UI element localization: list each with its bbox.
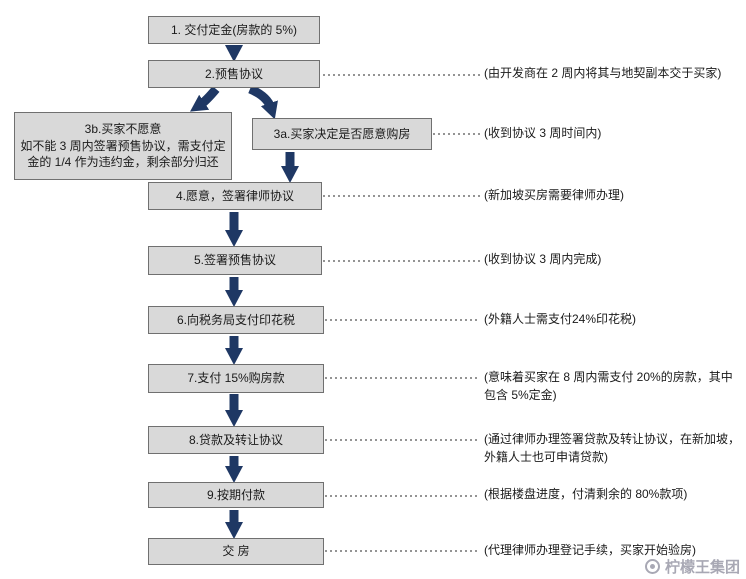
annotation-6: (意味着买家在 8 周内需支付 20%的房款，其中包含 5%定金) xyxy=(484,370,733,402)
flow-step-3b-buyer-unwilling: 3b.买家不愿意 如不能 3 周内签署预售协议，需支付定金的 1/4 作为违约金… xyxy=(14,112,232,180)
arrow-step2-step3b xyxy=(190,86,220,112)
arrow-step2-step3a xyxy=(248,84,278,120)
flow-step-6-stamp-duty: 6.向税务局支付印花税 xyxy=(148,306,324,334)
annotation-9: (代理律师办理登记手续，买家开始验房) xyxy=(484,543,696,557)
flow-step-1-deposit: 1. 交付定金(房款的 5%) xyxy=(148,16,320,44)
flow-step-8-loan-transfer: 8.贷款及转让协议 xyxy=(148,426,324,454)
flow-step-3a-label: 3a.买家决定是否愿意购房 xyxy=(273,126,411,141)
flow-step-3b-title: 3b.买家不愿意 xyxy=(84,121,162,136)
flow-step-8-label: 8.贷款及转让协议 xyxy=(188,432,283,447)
watermark-text: 柠檬王集团 xyxy=(664,559,740,576)
annotation-1: (由开发商在 2 周内将其与地契副本交于买家) xyxy=(484,66,722,80)
annotation-7: (通过律师办理签署贷款及转让协议，在新加坡，外籍人士也可申请贷款) xyxy=(484,432,740,464)
flow-step-9-label: 9.按期付款 xyxy=(206,487,265,502)
flow-step-final-handover: 交 房 xyxy=(148,538,324,565)
flow-step-4-lawyer-agreement: 4.愿意，签署律师协议 xyxy=(148,182,322,210)
flow-step-5-sign-presale: 5.签署预售协议 xyxy=(148,246,322,275)
flow-step-2-label: 2.预售协议 xyxy=(204,66,263,81)
flow-step-4-label: 4.愿意，签署律师协议 xyxy=(175,188,294,203)
watermark: 柠檬王集团 xyxy=(644,556,740,577)
annotation-3: (新加坡买房需要律师办理) xyxy=(484,188,624,202)
flow-step-final-label: 交 房 xyxy=(222,544,250,559)
annotation-4: (收到协议 3 周内完成) xyxy=(484,252,602,266)
annotation-8: (根据楼盘进度，付清剩余的 80%款项) xyxy=(484,487,688,501)
flow-step-9-installments: 9.按期付款 xyxy=(148,482,324,508)
watermark-logo-icon xyxy=(644,559,660,574)
annotation-2: (收到协议 3 周时间内) xyxy=(484,126,602,140)
flow-step-3a-buyer-decision: 3a.买家决定是否愿意购房 xyxy=(252,118,432,150)
flow-step-6-label: 6.向税务局支付印花税 xyxy=(176,312,295,327)
annotation-5: (外籍人士需支付24%印花税) xyxy=(484,312,637,326)
flow-step-5-label: 5.签署预售协议 xyxy=(193,253,276,268)
flow-step-7-label: 7.支付 15%购房款 xyxy=(187,371,285,386)
flow-step-3b-body: 如不能 3 周内签署预售协议，需支付定金的 1/4 作为违约金，剩余部分归还 xyxy=(20,138,226,170)
flow-step-2-presale-agreement: 2.预售协议 xyxy=(148,60,320,88)
flow-step-1-label: 1. 交付定金(房款的 5%) xyxy=(170,22,297,37)
flow-step-7-pay-15-percent: 7.支付 15%购房款 xyxy=(148,364,324,393)
